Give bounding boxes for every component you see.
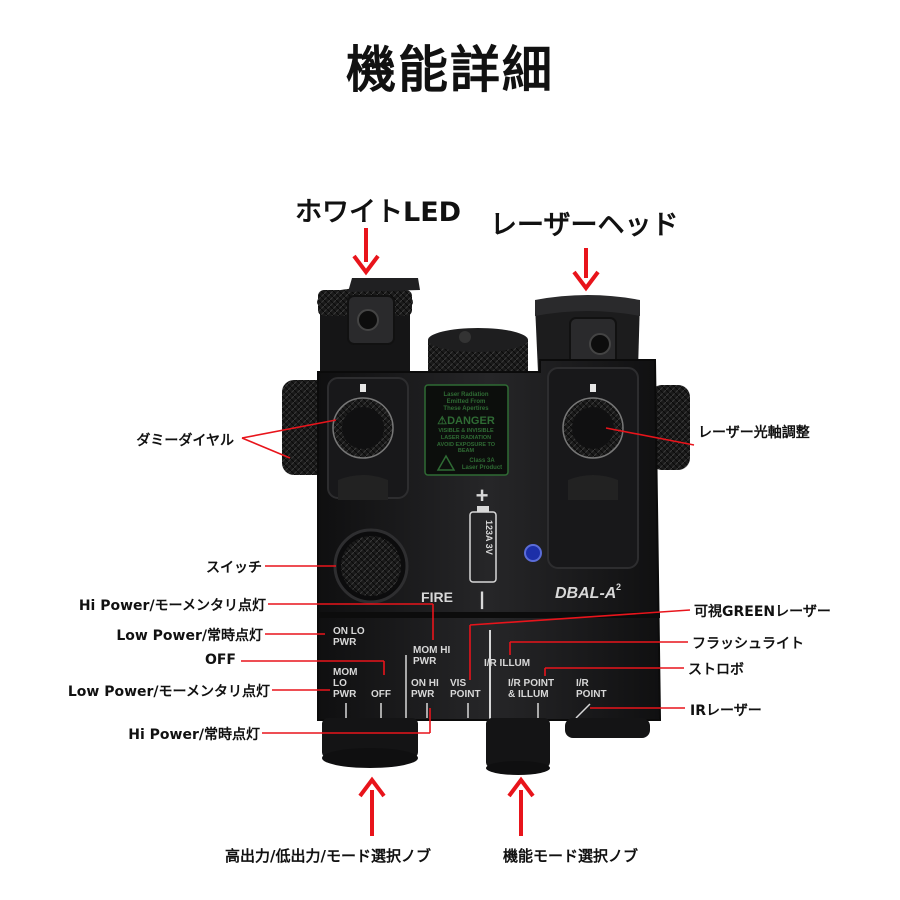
callout-low-power-mom: Low Power/モーメンタリ点灯 <box>67 684 270 700</box>
mode-off: OFF <box>371 689 391 700</box>
mode-on-lo-1: ON LO <box>333 626 365 637</box>
callout-white-led: ホワイトLED <box>295 197 462 228</box>
mode-on-lo-2: PWR <box>333 637 357 648</box>
mode-on-hi-1: ON HI <box>411 678 439 689</box>
laser-hazard-icon <box>436 454 456 471</box>
warning-line7: BEAM <box>458 448 475 454</box>
mode-ir-point-illum-1: I/R POINT <box>508 678 554 689</box>
mode-ir-illum: I/R ILLUM <box>484 658 530 669</box>
callout-switch: スイッチ <box>206 560 262 576</box>
callout-hi-power-mom: Hi Power/モーメンタリ点灯 <box>78 598 266 614</box>
callout-function-knob: 機能モード選択ノブ <box>503 847 639 865</box>
leader-lines <box>241 419 695 734</box>
mode-mom-lo-2: LO <box>333 678 347 689</box>
battery-minus: | <box>479 589 484 609</box>
warning-line4: VISIBLE & INVISIBLE <box>438 428 494 434</box>
callout-off: OFF <box>204 652 236 668</box>
callout-dummy-dial: ダミーダイヤル <box>136 433 234 449</box>
callout-laser-adjust: レーザー光軸調整 <box>698 425 810 441</box>
warning-line6: AVOID EXPOSURE TO <box>437 442 496 448</box>
model-label: DBAL-A <box>555 585 616 602</box>
right-side-grip <box>650 385 690 470</box>
warning-class2: Laser Product <box>462 465 502 471</box>
warning-line1: Laser Radiation <box>443 392 488 398</box>
mode-ir-point-2: POINT <box>576 689 607 700</box>
laser-head <box>535 295 640 372</box>
function-mode-knob <box>486 718 550 775</box>
mode-vis-2: POINT <box>450 689 481 700</box>
fire-switch <box>333 528 409 604</box>
callout-power-knob: 高出力/低出力/モード選択ノブ <box>225 847 431 865</box>
callout-laser-head: レーザーヘッド <box>490 210 679 241</box>
laser-warning-label: Laser Radiation Emitted From These Apert… <box>424 384 509 476</box>
callout-flashlight: フラッシュライト <box>692 636 804 652</box>
mode-vis-1: VIS <box>450 678 466 689</box>
warning-line5: LASER RADIATION <box>441 435 491 441</box>
mode-ir-point-1: I/R <box>576 678 590 689</box>
model-superscript: 2 <box>616 582 621 592</box>
laser-adjust-dial <box>562 384 624 500</box>
callout-arrows <box>352 228 600 836</box>
mode-mom-hi-1: MOM HI <box>413 645 450 656</box>
warning-line2: Emitted From <box>447 399 486 405</box>
battery-plus: + <box>476 483 489 508</box>
warning-line3: These Apertires <box>443 406 489 412</box>
callout-ir-laser: IRレーザー <box>690 703 762 719</box>
callout-hi-power-const: Hi Power/常時点灯 <box>128 727 260 743</box>
mode-mom-lo-1: MOM <box>333 667 357 678</box>
mode-mom-lo-3: PWR <box>333 689 357 700</box>
callout-visible-green: 可視GREENレーザー <box>694 604 831 620</box>
ir-emitter <box>565 718 650 738</box>
page-title: 機能詳細 <box>346 41 554 99</box>
callout-strobe: ストロボ <box>688 662 744 678</box>
dummy-dial <box>332 384 394 500</box>
mode-on-hi-2: PWR <box>411 689 435 700</box>
callout-low-power-const: Low Power/常時点灯 <box>116 628 263 644</box>
fire-label: FIRE <box>421 589 453 605</box>
mode-ir-point-illum-2: & ILLUM <box>508 689 549 700</box>
warning-danger: ⚠DANGER <box>437 415 495 427</box>
power-mode-knob <box>322 718 418 768</box>
warning-class1: Class 3A <box>469 458 495 464</box>
status-led <box>524 544 542 562</box>
mode-mom-hi-2: PWR <box>413 656 437 667</box>
battery-text: 123A 3V <box>484 520 494 555</box>
white-led-head <box>317 278 420 382</box>
